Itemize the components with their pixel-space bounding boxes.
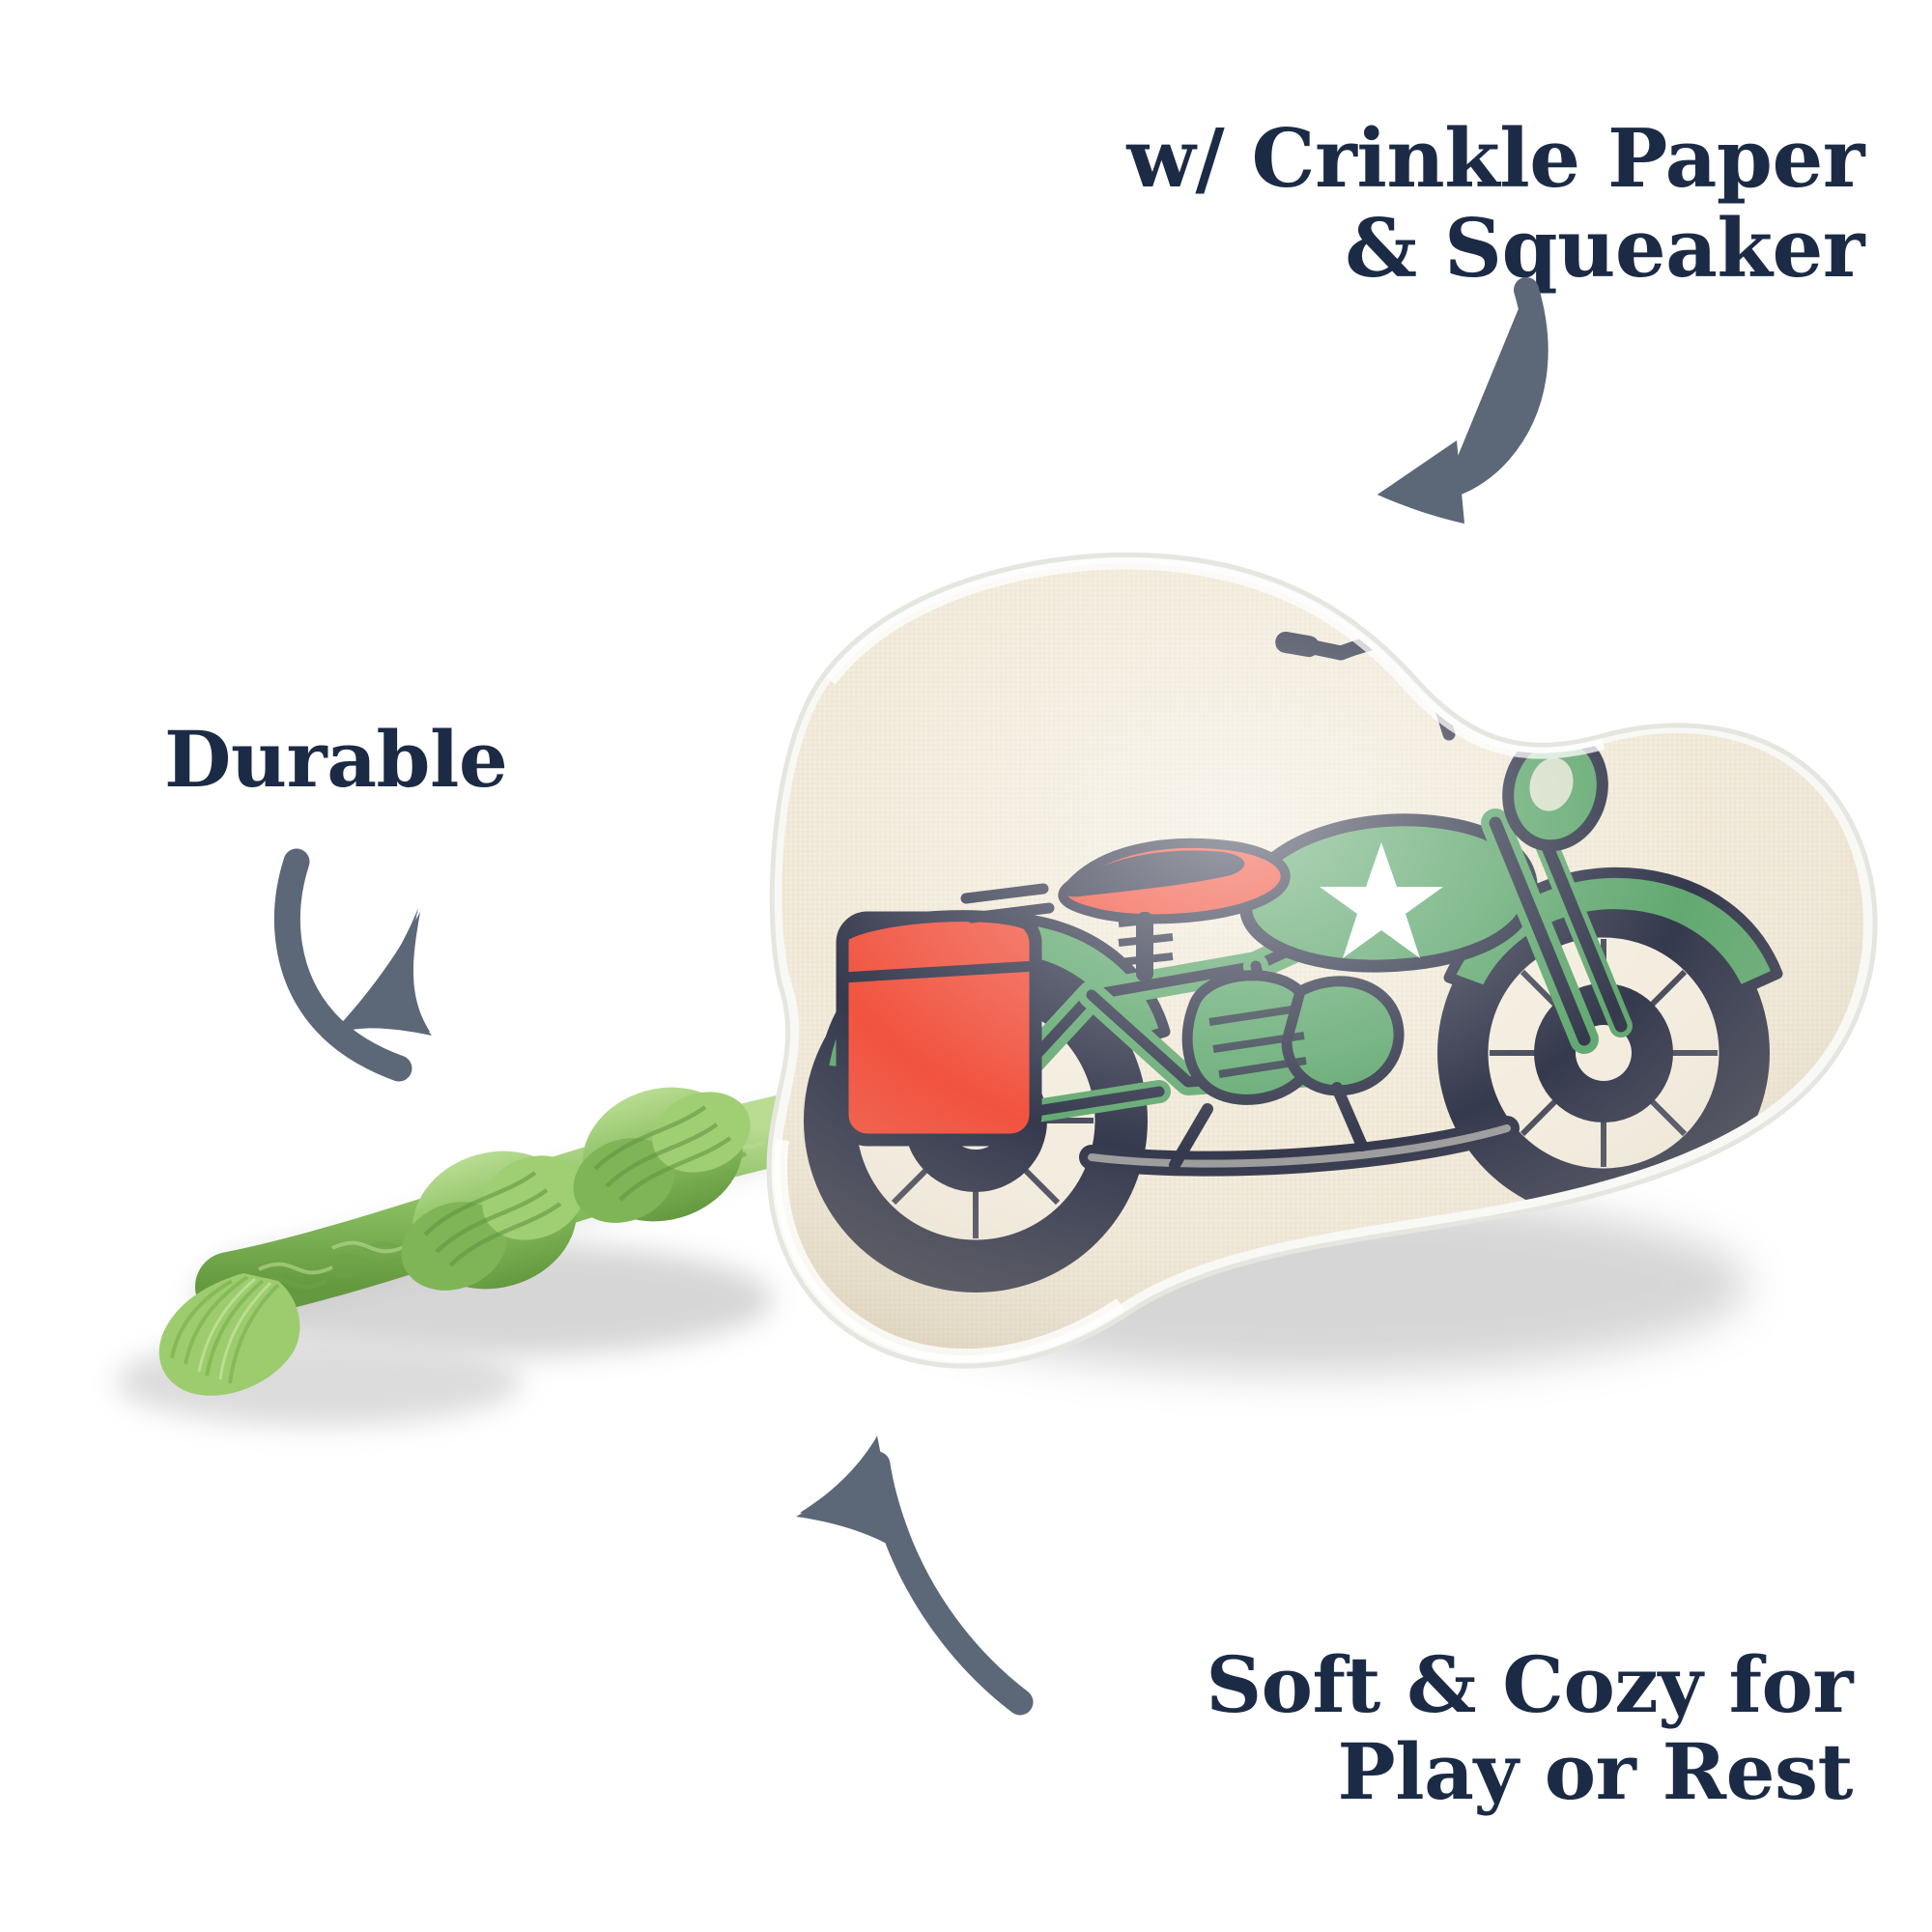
- handlebar-grips: [1275, 631, 1590, 682]
- arrow-to-plush-body: [796, 1435, 1034, 1716]
- saddlebag: [836, 910, 1042, 1147]
- rope-knot-left: [401, 1151, 584, 1291]
- front-fender: [1443, 867, 1783, 997]
- plush-pillow-body: [766, 552, 1878, 1369]
- motorcycle-print: [804, 628, 1783, 1293]
- handlebars: [1296, 628, 1561, 744]
- seat: [1058, 838, 1291, 924]
- arrow-to-rope: [273, 848, 432, 1082]
- seat-spring: [1118, 912, 1174, 981]
- exhaust-pipe: [1079, 1116, 1520, 1177]
- callout-durable: Durable: [164, 714, 508, 805]
- star-emblem: [1320, 842, 1443, 958]
- engine-block: [1181, 970, 1405, 1105]
- rope-tug-handle: [158, 1087, 837, 1396]
- arrow-to-crinkle-feature: [1378, 277, 1548, 524]
- foot-controls: [1169, 1082, 1368, 1171]
- headlamp: [1502, 728, 1608, 852]
- rear-rack: [960, 883, 1055, 923]
- rear-fender: [817, 912, 1171, 1080]
- frame: [961, 894, 1396, 1135]
- exhaust-highlight: [1088, 1124, 1511, 1168]
- rear-wheel: [804, 949, 1148, 1293]
- callout-soft-and-cozy: Soft & Cozy for Play or Rest: [1206, 1639, 1853, 1817]
- toy-drop-shadow: [116, 1196, 1748, 1426]
- front-fork: [1481, 798, 1633, 1054]
- callout-crinkle-paper-squeaker: w/ Crinkle Paper & Squeaker: [1126, 111, 1864, 296]
- front-wheel: [1437, 887, 1770, 1219]
- rope-knot-right: [573, 1087, 751, 1223]
- fuel-tank: [1238, 813, 1538, 973]
- rope-tassel-end: [158, 1273, 300, 1396]
